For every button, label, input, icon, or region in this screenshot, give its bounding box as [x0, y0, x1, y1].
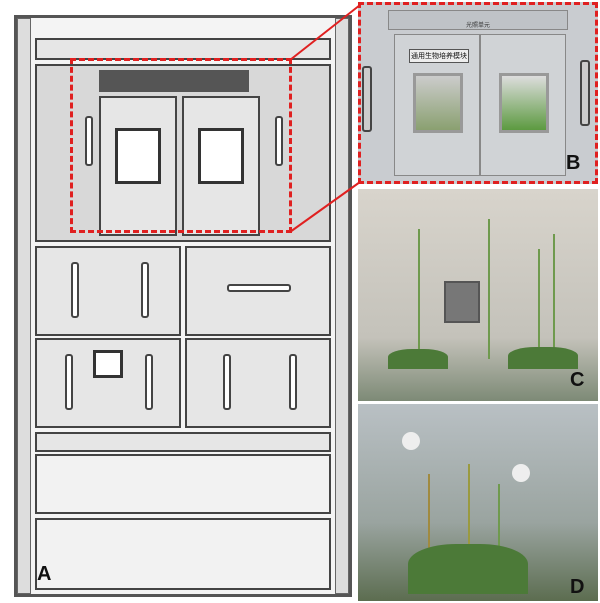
module-title: 通用生物培养模块	[409, 49, 469, 63]
panel-d-plant-photo: D	[358, 404, 598, 601]
right-door	[480, 34, 566, 176]
panel-label-a: A	[37, 563, 52, 585]
left-rail	[17, 18, 31, 594]
port-right	[512, 464, 530, 482]
panel-a-rack-drawing: A	[14, 15, 352, 597]
panel-c-plant-photo: C	[358, 189, 598, 401]
lower-panel	[35, 454, 331, 514]
right-window	[499, 73, 549, 133]
right-handle	[580, 60, 590, 126]
panel-b-module-photo: 光照单元 通用生物培养模块 B	[358, 2, 598, 184]
panel-label-b: B	[566, 152, 581, 174]
panel-label-c: C	[570, 369, 585, 391]
sensor-box	[444, 281, 480, 323]
module-left-2	[35, 246, 181, 336]
left-handle	[362, 66, 372, 132]
top-bar: 光照单元	[388, 10, 568, 30]
left-door: 通用生物培养模块	[394, 34, 480, 176]
module-right-3	[185, 338, 331, 428]
highlight-box-a	[70, 58, 292, 233]
module-left-3	[35, 338, 181, 428]
left-window	[413, 73, 463, 133]
port-left	[402, 432, 420, 450]
culture-module-drawing	[35, 64, 331, 242]
strip-2	[35, 432, 331, 452]
panel-label-d: D	[570, 576, 585, 598]
highlight-box-b	[358, 2, 598, 184]
base-panel	[35, 518, 331, 590]
module-right-2	[185, 246, 331, 336]
